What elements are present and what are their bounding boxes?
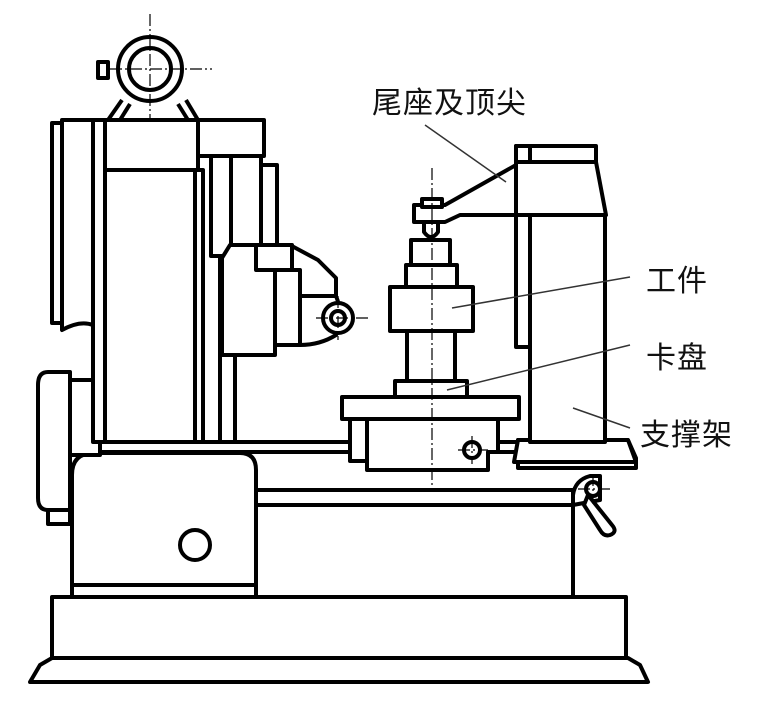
knob-circle (178, 528, 212, 562)
label-tailstock: 尾座及顶尖 (372, 86, 527, 121)
chuck (340, 379, 521, 472)
support-frame (350, 144, 638, 470)
tailstock (412, 163, 518, 239)
machine-base (28, 595, 650, 684)
top-motor (96, 14, 212, 122)
leader-workpiece (451, 276, 631, 309)
label-chuck: 卡盘 (646, 341, 708, 376)
leader-tailstock (424, 124, 507, 183)
leader-lines (424, 124, 631, 429)
leader-support-frame (572, 407, 631, 429)
workpiece (388, 238, 475, 383)
machine-bed (253, 488, 575, 599)
left-housing (70, 451, 258, 599)
label-support-frame: 支撑架 (640, 418, 733, 453)
lock-lever (571, 474, 617, 538)
measuring-carriage (220, 243, 368, 357)
label-workpiece: 工件 (646, 264, 708, 299)
leader-chuck (446, 344, 631, 391)
